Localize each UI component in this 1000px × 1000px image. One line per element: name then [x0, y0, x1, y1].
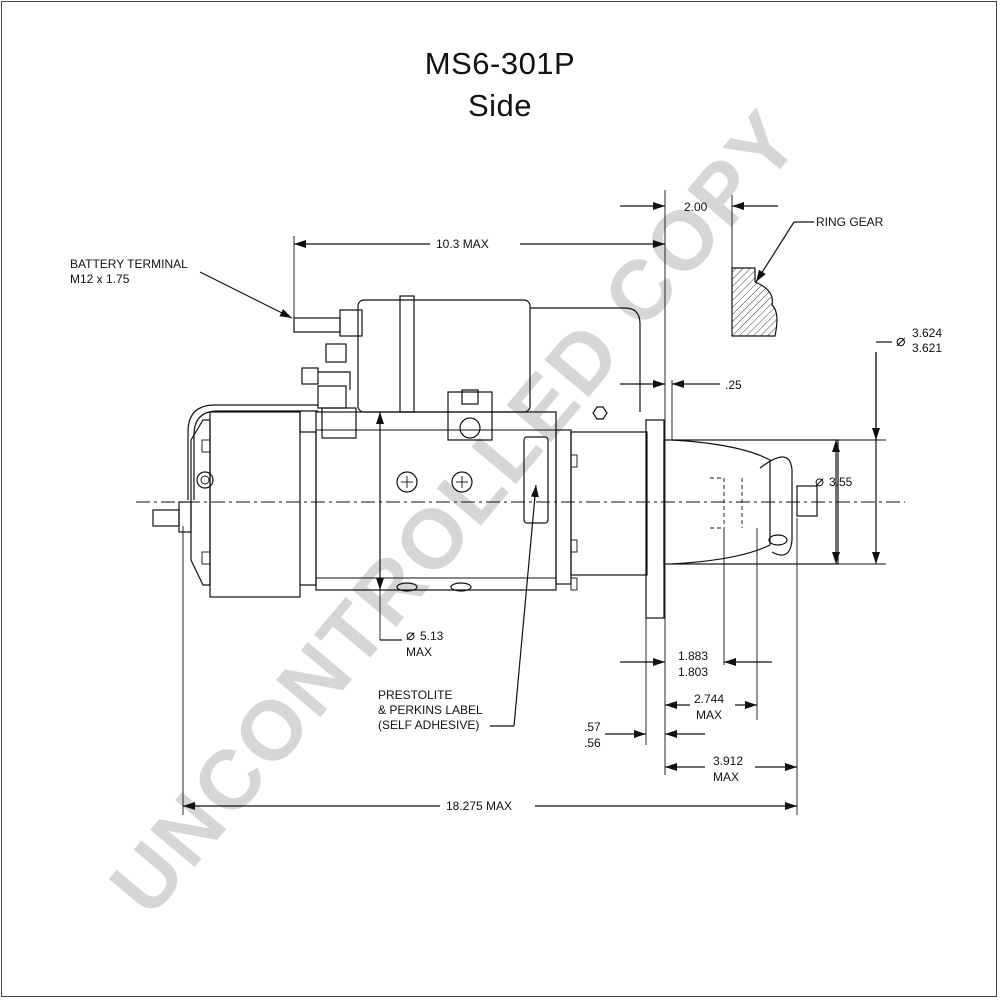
mount-flange [645, 419, 665, 619]
pinion [759, 456, 793, 556]
diameter-symbol-icon: ⌀ [406, 627, 415, 644]
end-nut [178, 501, 192, 533]
dim-body-dia-note: MAX [406, 645, 432, 659]
dim-pilot-dia-lower: 3.621 [912, 341, 942, 355]
prestolite-label-1: PRESTOLITE [378, 688, 452, 702]
lead-wire [187, 404, 318, 500]
dimension-lines [183, 202, 892, 810]
dim-flange-upper: .57 [584, 720, 601, 734]
hex-nut [592, 406, 608, 420]
dim-flange-thickness: .25 [725, 378, 742, 392]
dim-nose-dia: 3.55 [829, 475, 853, 489]
pinion-shaft [796, 485, 818, 517]
dim-pinion-lower: 1.803 [678, 665, 708, 679]
prestolite-label-3: (SELF ADHESIVE) [378, 718, 479, 732]
dim-pinion-travel: 2.744 [694, 692, 724, 706]
nose-collar [570, 431, 648, 576]
nose [663, 439, 839, 565]
dim-nose-length: 3.912 [713, 754, 743, 768]
battery-stud [293, 317, 341, 333]
motor-frame [209, 411, 301, 598]
dim-pinion-upper: 1.883 [678, 649, 708, 663]
starter-motor [152, 295, 839, 619]
dim-nose-length-note: MAX [713, 770, 739, 784]
solenoid-strap [399, 295, 415, 413]
prestolite-label-2: & PERKINS LABEL [378, 703, 483, 717]
battery-terminal-thread: M12 x 1.75 [70, 272, 130, 286]
label-area [523, 436, 549, 524]
brush-screw [196, 471, 214, 489]
leader-lines [199, 221, 814, 727]
terminal-nut [317, 385, 347, 409]
ring-gear [731, 267, 778, 337]
solenoid-cap [339, 309, 363, 337]
frame-step [299, 412, 317, 586]
dim-total-length: 18.275 MAX [446, 799, 512, 813]
ring-gear-label: RING GEAR [816, 215, 884, 229]
dim-pilot-dia-upper: 3.624 [912, 326, 942, 340]
solenoid-shield [530, 307, 641, 412]
model-title: MS6-301P [424, 46, 576, 81]
dim-flange-lower: .56 [584, 736, 601, 750]
annotations: BATTERY TERMINAL M12 x 1.75 RING GEAR PR… [70, 200, 942, 813]
screw-2 [451, 471, 473, 493]
diameter-symbol-icon: ⌀ [815, 473, 824, 490]
solenoid [357, 299, 531, 413]
diameter-symbol-icon: ⌀ [896, 333, 906, 350]
screw-1 [396, 471, 418, 493]
dim-ring-gear-offset: 2.00 [684, 200, 708, 214]
end-stud [152, 509, 180, 527]
dim-pinion-travel-note: MAX [696, 708, 722, 722]
view-title: Side [467, 88, 533, 123]
battery-terminal-label: BATTERY TERMINAL [70, 257, 188, 271]
dim-overall-length: 10.3 MAX [436, 237, 489, 251]
dim-body-dia: 5.13 [420, 629, 444, 643]
